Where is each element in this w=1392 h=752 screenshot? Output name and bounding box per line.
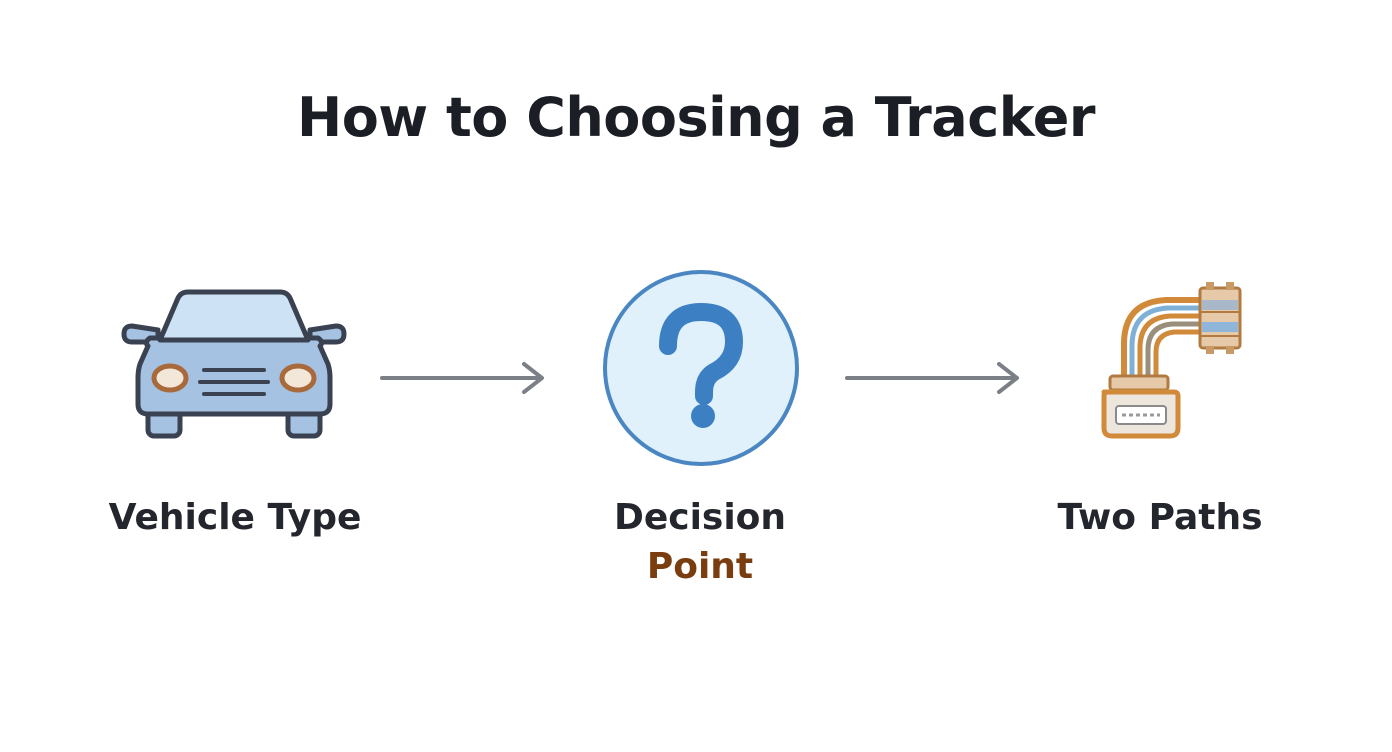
arrow-right-icon [845, 362, 1019, 394]
car-icon [121, 289, 347, 439]
node-label-decision-line2: Point [646, 545, 754, 587]
node-label-vehicle-type: Vehicle Type [108, 497, 362, 538]
node-label-decision-point: Decision Point [560, 494, 840, 591]
diagram-title: How to Choosing a Tracker [297, 86, 1095, 149]
obd-cable-icon [1101, 282, 1242, 439]
question-circle-icon [603, 270, 799, 466]
arrow-right-icon [380, 362, 544, 394]
node-label-two-paths: Two Paths [1057, 497, 1263, 538]
node-label-decision-line1: Decision [613, 497, 787, 538]
